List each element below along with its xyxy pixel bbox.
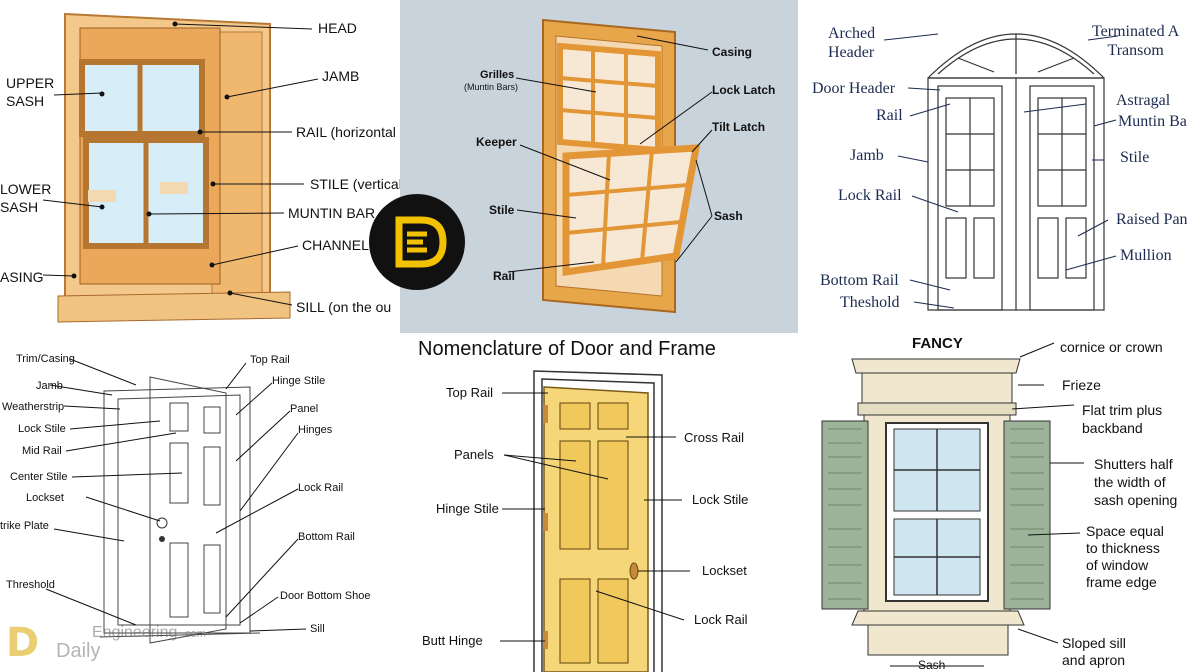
label-shutters: Shutters half the width of sash opening xyxy=(1094,456,1178,508)
label-astragal: Astragal xyxy=(1116,92,1171,109)
label-jamb: Jamb xyxy=(36,380,63,392)
label-sill: Sill xyxy=(310,623,325,635)
label-frieze: Frieze xyxy=(1062,377,1101,393)
window-parts-panel: HEAD UPPER SASH JAMB RAIL (horizontal p … xyxy=(0,0,400,333)
fancy-window-panel: FANCY xyxy=(798,333,1200,672)
label-lock-rail: Lock Rail xyxy=(838,187,902,204)
label-lockset: Lockset xyxy=(26,492,64,504)
label-stile: STILE (vertical xyxy=(310,176,400,192)
label-panel: Panel xyxy=(290,403,319,415)
label-lockset: Lockset xyxy=(702,563,747,578)
watermark-logo-icon: D xyxy=(6,620,40,666)
door-nomenclature-illustration xyxy=(500,370,690,672)
label-stile: Stile xyxy=(1120,149,1150,166)
label-tilt-latch: Tilt Latch xyxy=(712,120,766,134)
label-head: HEAD xyxy=(318,20,357,36)
d-logo-icon xyxy=(395,216,447,268)
french-door-illustration xyxy=(883,33,1119,311)
label-door-bottom-shoe: Door Bottom Shoe xyxy=(280,590,371,602)
brand-watermark: D Engineering .com Daily xyxy=(6,618,226,668)
window-illustration xyxy=(42,12,319,323)
label-keeper: Keeper xyxy=(476,135,517,149)
label-muntin-bar: Muntin Ba xyxy=(1118,113,1187,130)
label-lock-stile: Lock Stile xyxy=(18,423,66,435)
label-sill: SILL (on the ou xyxy=(296,299,392,315)
label-rail: Rail xyxy=(493,269,516,283)
label-rail: Rail xyxy=(876,107,903,124)
label-trim-casing: Trim/Casing xyxy=(16,353,75,365)
label-strike-plate: trike Plate xyxy=(0,520,49,532)
label-lock-latch: Lock Latch xyxy=(712,83,776,97)
label-arched-header: Arched Header xyxy=(828,25,876,61)
label-lower-sash: LOWER SASH xyxy=(0,181,52,215)
label-lock-stile: Lock Stile xyxy=(692,492,749,507)
label-mid-rail: Mid Rail xyxy=(22,445,62,457)
watermark-brand-top: Engineering xyxy=(92,624,178,641)
label-door-header: Door Header xyxy=(812,80,896,97)
label-cross-rail: Cross Rail xyxy=(684,430,744,445)
label-space-equal: Space equal to thickness of window frame… xyxy=(1086,523,1164,590)
label-flat-trim: Flat trim plus backband xyxy=(1082,402,1163,436)
watermark-brand-suffix: .com xyxy=(182,628,206,640)
label-bottom-rail: Bottom Rail xyxy=(820,272,899,289)
label-sloped-sill: Sloped sill and apron xyxy=(1062,635,1126,668)
label-center-stile: Center Stile xyxy=(10,471,68,483)
label-threshold: Theshold xyxy=(840,294,900,311)
label-grilles-sub: (Muntin Bars) xyxy=(464,82,519,92)
label-muntin-bar: MUNTIN BAR xyxy=(288,205,376,221)
sash-window-panel: Casing Grilles (Muntin Bars) Lock Latch … xyxy=(400,0,798,333)
label-lock-rail: Lock Rail xyxy=(694,612,748,627)
label-grilles: Grilles xyxy=(480,69,515,81)
label-upper-sash: UPPER SASH xyxy=(6,75,55,109)
label-butt-hinge: Butt Hinge xyxy=(422,633,483,648)
label-weatherstrip: Weatherstrip xyxy=(2,401,65,413)
label-casing: ASING xyxy=(0,269,44,285)
label-raised-panel: Raised Pan xyxy=(1116,211,1188,228)
label-stile: Stile xyxy=(489,203,515,217)
label-lock-rail: Lock Rail xyxy=(298,482,344,494)
french-door-panel: Arched Header Terminated A Transom Door … xyxy=(798,0,1200,333)
label-terminated-transom: Terminated A Transom xyxy=(1092,23,1180,59)
sash-window-illustration xyxy=(507,18,713,314)
label-hinge-stile: Hinge Stile xyxy=(436,501,499,516)
diagram-title: Nomenclature of Door and Frame xyxy=(418,338,716,360)
label-threshold: Threshold xyxy=(6,579,55,591)
diagram-title: FANCY xyxy=(912,335,963,352)
label-channel: CHANNEL xyxy=(302,237,369,253)
label-jamb: JAMB xyxy=(322,68,360,84)
label-top-rail: Top Rail xyxy=(250,354,290,366)
center-logo xyxy=(369,194,465,290)
label-sash: Sash xyxy=(918,658,946,672)
fancy-window-illustration xyxy=(821,342,1084,667)
door-frame-illustration xyxy=(45,358,307,644)
label-mullion: Mullion xyxy=(1120,247,1172,264)
label-sash: Sash xyxy=(714,209,743,223)
door-frame-panel: Trim/Casing Jamb Weatherstrip Lock Stile… xyxy=(0,333,400,672)
label-jamb: Jamb xyxy=(850,147,884,164)
label-bottom-rail: Bottom Rail xyxy=(298,531,355,543)
label-rail: RAIL (horizontal p xyxy=(296,124,400,140)
watermark-brand-bottom: Daily xyxy=(56,640,101,662)
label-hinge-stile: Hinge Stile xyxy=(272,375,326,387)
label-hinges: Hinges xyxy=(298,424,333,436)
label-panels: Panels xyxy=(454,447,494,462)
nomenclature-panel: Nomenclature of Door and Frame Top Rail xyxy=(400,333,798,672)
label-casing: Casing xyxy=(712,45,753,59)
label-top-rail: Top Rail xyxy=(446,385,493,400)
label-cornice: cornice or crown xyxy=(1060,339,1163,355)
